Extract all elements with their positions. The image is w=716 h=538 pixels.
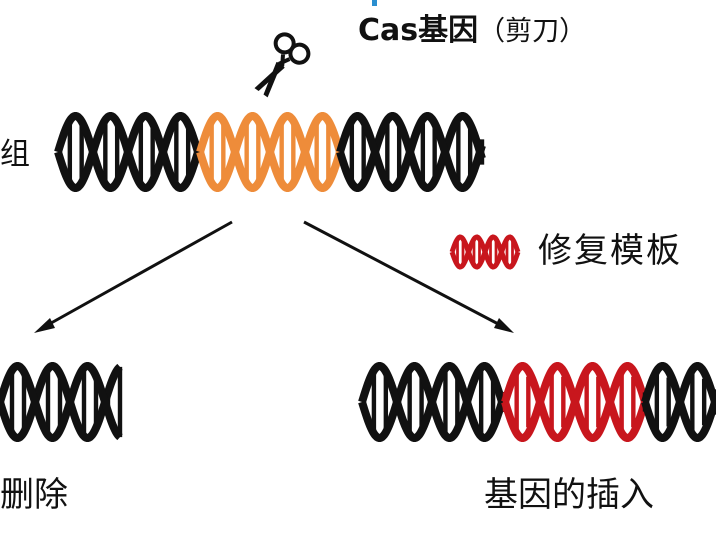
genome-dna-helix — [54, 112, 486, 192]
accent-marker — [372, 0, 377, 6]
cas-gene-title: Cas基因 — [358, 13, 479, 48]
dna-strand — [196, 112, 344, 192]
repair-template-label: 修复模板 — [538, 231, 682, 271]
cas-gene-label: Cas基因（剪刀） — [358, 16, 586, 46]
cas-gene-subtitle: （剪刀） — [478, 16, 587, 47]
repair-template-dna-icon — [449, 234, 521, 270]
scissors-icon — [254, 32, 311, 98]
dna-strand — [336, 112, 486, 192]
dna-strand — [358, 362, 509, 442]
dna-strand — [501, 362, 649, 442]
dna-strand — [0, 362, 123, 442]
insertion-dna-helix — [358, 362, 716, 442]
genome-label: 组 — [0, 137, 30, 172]
dna-strand — [0, 362, 123, 442]
arrow-to-deletion — [34, 220, 233, 333]
deletion-dna-helix — [0, 362, 123, 442]
arrow-to-insertion — [303, 220, 514, 333]
deletion-label: 删除 — [0, 475, 68, 515]
insertion-label: 基因的插入 — [484, 475, 654, 515]
dna-strand — [54, 112, 204, 192]
dna-strand — [641, 362, 716, 442]
dna-strand — [449, 234, 521, 270]
